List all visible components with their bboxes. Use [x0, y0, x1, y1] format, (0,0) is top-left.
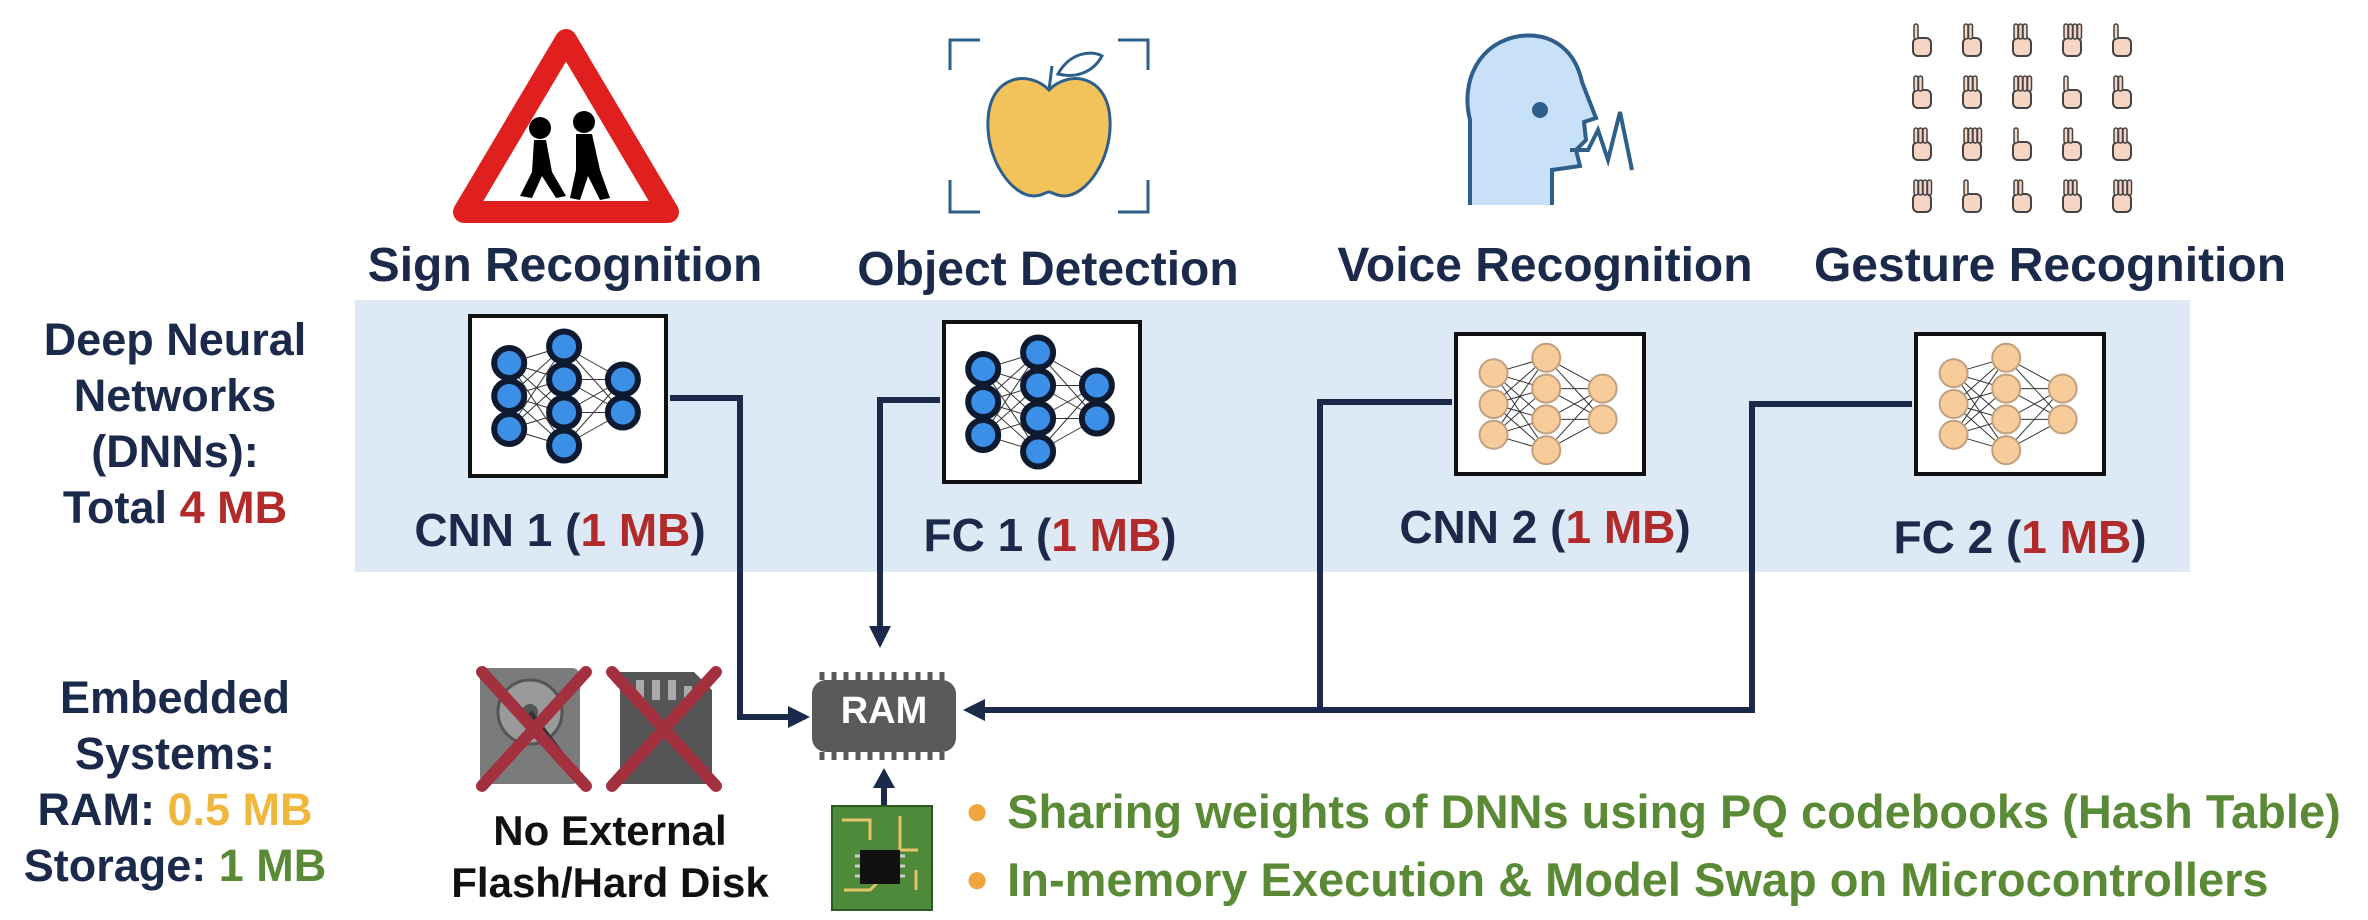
embedded-line-2: Systems:	[74, 728, 276, 779]
bullet-dot-1: ●	[965, 789, 990, 833]
bullet-item-2: ● In-memory Execution & Model Swap on Mic…	[965, 852, 2269, 907]
connector-fc1	[877, 397, 940, 640]
microcontroller-icon	[831, 805, 933, 911]
dnn-line-3: (DNNs):	[91, 426, 259, 477]
connector-cnn1	[670, 395, 805, 720]
network-name-fc1: FC 1	[923, 509, 1024, 561]
task-title-sign-recognition: Sign Recognition	[367, 239, 763, 292]
storage-row: Storage: 1 MB	[0, 838, 350, 894]
network-label-cnn2: CNN 2 (1 MB)	[1399, 501, 1691, 553]
voice-head-icon	[1465, 33, 1634, 205]
no-storage-caption-line-2: Flash/Hard Disk	[451, 859, 769, 906]
network-size-cnn1: 1 MB	[580, 504, 691, 556]
hard-disk-cross-icon	[476, 666, 592, 792]
network-name-cnn1: CNN 1	[414, 504, 553, 556]
embedded-line-1: Embedded	[59, 672, 291, 723]
dnn-total-value: 4 MB	[179, 482, 288, 533]
network-label-cnn1: CNN 1 (1 MB)	[414, 504, 706, 556]
network-diagram-fc2	[1914, 332, 2106, 476]
ram-chip-icon	[812, 672, 956, 760]
network-boxes	[468, 314, 2106, 484]
ram-row: RAM: 0.5 MB	[0, 782, 350, 838]
arrowhead-cnn1	[788, 706, 810, 728]
no-storage-caption: No External Flash/Hard Disk	[420, 805, 800, 909]
connector-fc2	[1320, 401, 1912, 713]
network-size-fc2: 1 MB	[2021, 511, 2132, 563]
dnn-total-label: Total	[62, 482, 168, 533]
network-name-fc2: FC 2	[1893, 511, 1994, 563]
ram-chip-label: RAM	[840, 690, 928, 732]
storage-value: 1 MB	[218, 840, 327, 891]
network-diagram-cnn2	[1454, 332, 1646, 476]
connector-cnn2	[978, 399, 1452, 713]
ram-value: 0.5 MB	[167, 784, 313, 835]
network-size-cnn2: 1 MB	[1565, 501, 1676, 553]
embedded-summary: Embedded Systems: RAM: 0.5 MB Storage: 1…	[0, 670, 350, 894]
dnn-line-2: Networks	[73, 370, 277, 421]
network-diagram-fc1	[942, 320, 1142, 484]
warning-sign-icon	[453, 29, 679, 223]
network-name-cnn2: CNN 2	[1399, 501, 1538, 553]
arrowhead-mcu	[873, 768, 895, 788]
bullet-text-1: Sharing weights of DNNs using PQ codeboo…	[1007, 785, 2341, 838]
task-title-voice-recognition: Voice Recognition	[1337, 239, 1753, 292]
task-title-object-detection: Object Detection	[857, 243, 1239, 296]
no-storage-caption-line-1: No External	[493, 807, 727, 854]
arrowhead-fc1	[869, 626, 891, 648]
bullet-dot-2: ●	[965, 857, 990, 901]
network-size-fc1: 1 MB	[1051, 509, 1162, 561]
dnn-summary: Deep Neural Networks (DNNs): Total 4 MB	[10, 312, 340, 536]
network-diagram-cnn1	[468, 314, 668, 478]
connectors	[670, 395, 1912, 805]
ram-label: RAM:	[37, 784, 155, 835]
task-title-gesture-recognition: Gesture Recognition	[1813, 239, 2287, 292]
hand-gestures-icon	[1912, 23, 2133, 213]
apple-icon	[948, 38, 1150, 214]
storage-label: Storage:	[23, 840, 207, 891]
dnn-line-1: Deep Neural	[43, 314, 307, 365]
dnn-total-row: Total 4 MB	[10, 480, 340, 536]
bullet-item-1: ● Sharing weights of DNNs using PQ codebo…	[965, 784, 2341, 839]
sd-card-cross-icon	[606, 666, 722, 792]
bullet-text-2: In-memory Execution & Model Swap on Micr…	[1007, 853, 2269, 906]
arrowhead-cnn2	[963, 699, 985, 721]
network-label-fc2: FC 2 (1 MB)	[1893, 511, 2147, 563]
network-label-fc1: FC 1 (1 MB)	[923, 509, 1177, 561]
